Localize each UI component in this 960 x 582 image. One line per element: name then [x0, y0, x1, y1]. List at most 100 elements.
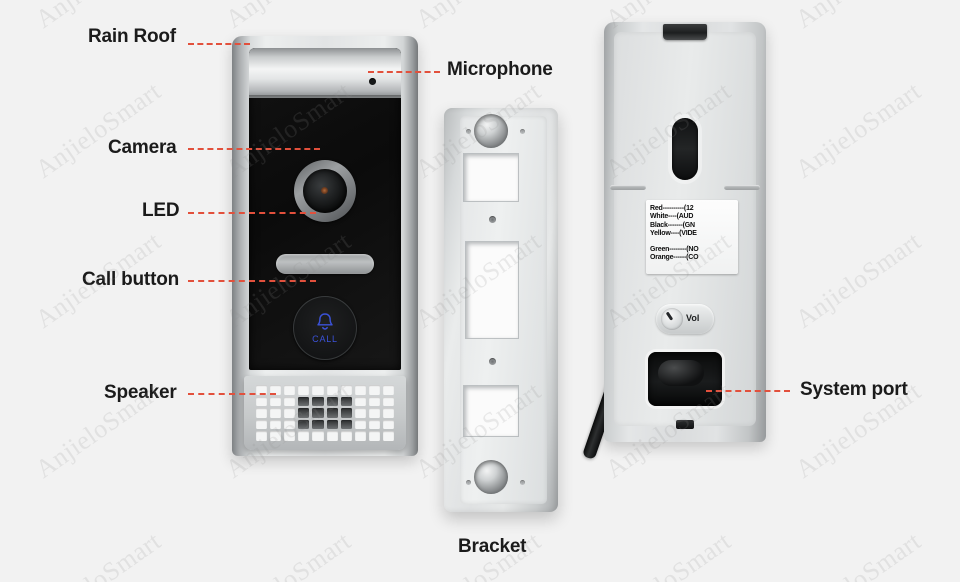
watermark: AnjieloSmart: [790, 0, 927, 35]
leader-led: [188, 212, 316, 214]
watermark: AnjieloSmart: [30, 76, 167, 184]
back-unit-top-clip: [663, 24, 707, 40]
leader-system-port: [706, 390, 790, 392]
watermark: AnjieloSmart: [30, 526, 167, 582]
led-indicator-bar: [276, 254, 374, 274]
speaker-grille: [244, 376, 406, 450]
speaker-hole: [382, 431, 394, 441]
microphone-hole: [369, 78, 376, 85]
speaker-hole: [354, 396, 366, 407]
bracket-pin: [489, 216, 496, 223]
back-unit-foot-tab: [676, 420, 694, 429]
label-led: LED: [142, 200, 180, 221]
label-system-port: System port: [800, 379, 908, 400]
speaker-hole: [256, 419, 268, 430]
speaker-hole: [284, 408, 296, 418]
speaker-hole: [382, 419, 394, 430]
speaker-hole: [284, 396, 296, 407]
wiring-line: Yellow----(VIDE: [650, 230, 697, 238]
speaker-hole: [354, 385, 366, 395]
speaker-hole: [368, 408, 380, 418]
wiring-line: White----(AUD: [650, 213, 694, 221]
leader-camera: [188, 148, 320, 150]
back-unit-housing: Red----------(12 White----(AUD Black----…: [604, 22, 766, 442]
speaker-hole: [382, 396, 394, 407]
speaker-hole: [270, 419, 282, 430]
bracket-screw-hole: [466, 480, 471, 485]
system-port: [648, 352, 722, 406]
speaker-hole: [368, 431, 380, 441]
doorbell-front-unit: CALL: [232, 36, 418, 456]
watermark: AnjieloSmart: [790, 226, 927, 334]
speaker-hole: [256, 408, 268, 418]
bracket-pin: [489, 358, 496, 365]
speaker-hole-grid: [256, 385, 394, 441]
speaker-hole: [326, 419, 338, 430]
bracket-cutout-top: [464, 154, 518, 201]
speaker-hole: [284, 385, 296, 395]
speaker-hole: [284, 431, 296, 441]
label-camera: Camera: [108, 137, 177, 158]
speaker-hole: [326, 385, 338, 395]
speaker-hole: [354, 419, 366, 430]
speaker-hole: [284, 419, 296, 430]
speaker-hole: [368, 419, 380, 430]
speaker-hole: [326, 396, 338, 407]
speaker-hole: [340, 396, 352, 407]
speaker-hole: [298, 385, 310, 395]
speaker-hole: [340, 408, 352, 418]
speaker-hole: [298, 396, 310, 407]
speaker-hole: [312, 396, 324, 407]
volume-label: Vol: [686, 313, 700, 323]
bracket-mount-hole-top: [474, 114, 508, 148]
label-call-button: Call button: [82, 269, 180, 290]
wiring-line: Black-------(GN: [650, 221, 695, 229]
call-button-label: CALL: [312, 334, 338, 344]
speaker-hole: [312, 419, 324, 430]
label-speaker: Speaker: [104, 382, 177, 403]
watermark: AnjieloSmart: [410, 0, 547, 35]
speaker-hole: [312, 385, 324, 395]
leader-rain-roof: [188, 43, 250, 45]
watermark: AnjieloSmart: [790, 526, 927, 582]
volume-knob[interactable]: [661, 308, 683, 330]
watermark: AnjieloSmart: [220, 0, 357, 35]
watermark: AnjieloSmart: [790, 76, 927, 184]
bracket-mount-hole-bottom: [474, 460, 508, 494]
speaker-hole: [312, 408, 324, 418]
wiring-line: Red----------(12: [650, 205, 694, 212]
camera-lens: [303, 169, 347, 213]
wiring-label-gap: [650, 239, 738, 246]
speaker-hole: [270, 385, 282, 395]
speaker-hole: [256, 396, 268, 407]
speaker-hole: [312, 431, 324, 441]
doorbell-back-unit: Red----------(12 White----(AUD Black----…: [604, 22, 766, 442]
bracket-cutout-middle: [466, 242, 518, 338]
speaker-hole: [326, 408, 338, 418]
wiring-label: Red----------(12 White----(AUD Black----…: [646, 200, 738, 274]
bracket-cutout-bottom: [464, 386, 518, 436]
bracket-screw-hole: [520, 129, 525, 134]
camera-lens-glint: [321, 187, 328, 194]
leader-microphone: [368, 71, 440, 73]
speaker-hole: [354, 431, 366, 441]
speaker-hole: [340, 419, 352, 430]
watermark: AnjieloSmart: [600, 526, 737, 582]
speaker-hole: [270, 396, 282, 407]
back-unit-rail-left: [610, 185, 646, 190]
speaker-hole: [382, 385, 394, 395]
wiring-line: Green--------(NO: [650, 245, 699, 253]
leader-call-button: [188, 280, 316, 282]
wiring-line: Orange------(CO: [650, 254, 699, 262]
volume-control[interactable]: Vol: [656, 304, 714, 334]
speaker-hole: [256, 385, 268, 395]
back-unit-keyhole-slot: [672, 118, 698, 180]
mounting-bracket: [444, 108, 558, 512]
speaker-hole: [298, 431, 310, 441]
bracket-caption: Bracket: [458, 536, 527, 557]
speaker-hole: [270, 431, 282, 441]
bracket-screw-hole: [466, 129, 471, 134]
call-button[interactable]: CALL: [293, 296, 357, 360]
watermark: AnjieloSmart: [220, 526, 357, 582]
